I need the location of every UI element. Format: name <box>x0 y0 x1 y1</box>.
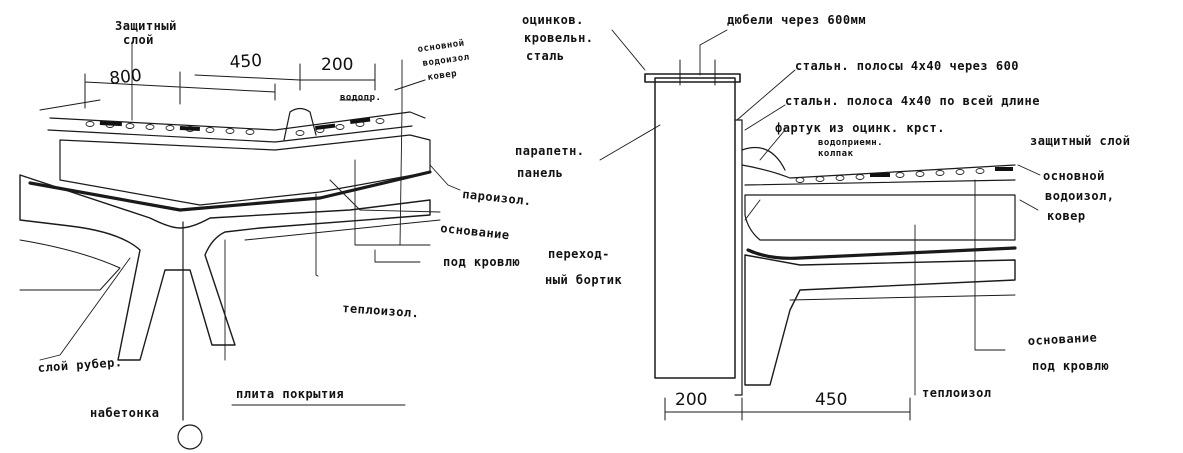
svg-text:водоприемн.: водоприемн. <box>818 138 883 148</box>
svg-text:теплоизол: теплоизол <box>922 386 992 400</box>
slab-section <box>19 174 431 361</box>
label-base-1: основание <box>440 221 511 242</box>
svg-text:сталь: сталь <box>526 49 565 63</box>
label-main-waterproof-right-2: водоизол, <box>1045 189 1115 203</box>
protective-layer <box>47 111 426 143</box>
svg-text:ковер: ковер <box>427 69 458 83</box>
svg-text:Защитный: Защитный <box>115 19 177 33</box>
svg-text:дюбели через 600мм: дюбели через 600мм <box>727 13 866 27</box>
svg-text:основной: основной <box>417 38 465 54</box>
label-base-right-2: под кровлю <box>1032 359 1109 373</box>
dimension-lines-right <box>664 397 911 421</box>
svg-text:переход-: переход- <box>548 247 610 261</box>
label-transition-curb-1: переход- <box>548 247 610 261</box>
drain-bump <box>283 107 317 141</box>
label-transition-curb-2: ный бортик <box>545 273 623 287</box>
label-main-waterproof-1: основной <box>417 38 465 54</box>
label-parapet-panel-1: парапетн. <box>515 144 585 158</box>
svg-text:панель: панель <box>517 166 563 180</box>
svg-text:оцинков.: оцинков. <box>522 13 584 27</box>
label-apron: фартук из оцинк. крст. <box>775 121 945 135</box>
label-parapet-panel-2: панель <box>517 166 563 180</box>
label-galvanized-1: оцинков. <box>522 13 584 27</box>
svg-text:200: 200 <box>321 55 353 75</box>
svg-text:стальн. полосы 4х40 через 600: стальн. полосы 4х40 через 600 <box>795 59 1019 73</box>
svg-text:под кровлю: под кровлю <box>443 255 520 269</box>
label-base-right-1: основание <box>1027 330 1097 348</box>
dim-200-right: 200 <box>675 390 707 410</box>
label-insulation-right: теплоизол <box>922 386 992 400</box>
label-vapor-barrier: пароизол. <box>462 187 533 208</box>
label-main-waterproof-right-1: основной <box>1043 169 1105 183</box>
svg-text:колпак: колпак <box>818 149 854 159</box>
svg-text:450: 450 <box>229 51 263 73</box>
label-steel-strip-full: стальн. полоса 4х40 по всей длине <box>785 94 1040 108</box>
insulation-layer-right <box>744 194 1016 241</box>
label-protective-layer-right: защитный слой <box>1030 134 1130 148</box>
svg-text:200: 200 <box>675 390 707 410</box>
svg-text:800: 800 <box>108 66 142 89</box>
label-galvanized-2: кровельн. <box>524 31 594 45</box>
label-protective-layer-2: слой <box>123 33 154 47</box>
label-insulation: теплоизол. <box>342 301 420 320</box>
label-drain-cap-2: колпак <box>818 149 854 159</box>
parapet-panel <box>654 77 736 379</box>
label-main-waterproof-3: ковер <box>427 69 458 83</box>
svg-text:теплоизол.: теплоизол. <box>342 301 420 320</box>
label-concrete: набетонка <box>90 406 160 420</box>
svg-text:ный бортик: ный бортик <box>545 273 623 287</box>
dim-450: 450 <box>229 51 263 73</box>
label-drain-cap-1: водоприемн. <box>818 138 883 148</box>
label-base-2: под кровлю <box>443 255 520 269</box>
label-roofing-layer: слой рубер. <box>37 355 123 375</box>
vapor-barrier-line <box>28 170 432 212</box>
insulation-layer <box>59 134 431 206</box>
svg-text:основание: основание <box>440 221 511 242</box>
gravel-pebbles <box>85 118 385 136</box>
svg-text:фартук из оцинк. крст.: фартук из оцинк. крст. <box>775 121 945 135</box>
drain-pipe-end <box>177 424 203 450</box>
svg-text:слой рубер.: слой рубер. <box>37 355 123 375</box>
gravel-pebbles-right <box>795 168 985 183</box>
svg-text:набетонка: набетонка <box>90 406 160 420</box>
dim-450-right: 450 <box>815 390 847 410</box>
svg-text:плита покрытия: плита покрытия <box>236 387 344 401</box>
label-main-waterproof-right-3: ковер <box>1047 209 1086 223</box>
right-detail-drawing: оцинков. кровельн. сталь дюбели через 60… <box>515 13 1130 421</box>
svg-text:слой: слой <box>123 33 154 47</box>
dim-800: 800 <box>108 66 142 89</box>
svg-text:под кровлю: под кровлю <box>1032 359 1109 373</box>
dimension-lines <box>84 63 376 109</box>
svg-text:основной: основной <box>1043 169 1105 183</box>
svg-text:пароизол.: пароизол. <box>462 187 533 208</box>
svg-text:450: 450 <box>815 390 847 410</box>
label-dowels: дюбели через 600мм <box>727 13 866 27</box>
svg-text:водопр.: водопр. <box>340 93 381 103</box>
label-galvanized-3: сталь <box>526 49 565 63</box>
svg-text:парапетн.: парапетн. <box>515 144 585 158</box>
dim-200: 200 <box>321 55 353 75</box>
label-protective-layer-1: Защитный <box>115 19 177 33</box>
label-main-waterproof-2: водоизол <box>422 52 470 68</box>
galvanized-cap <box>644 73 741 83</box>
membrane-strips <box>99 117 371 132</box>
left-detail-drawing: Защитный слой 800 450 200 основной водои… <box>19 19 623 450</box>
svg-text:водоизол,: водоизол, <box>1045 189 1115 203</box>
label-drain: водопр. <box>340 93 381 103</box>
apron <box>741 146 786 171</box>
svg-text:кровельн.: кровельн. <box>524 31 594 45</box>
svg-text:основание: основание <box>1027 330 1097 348</box>
label-steel-strips: стальн. полосы 4х40 через 600 <box>795 59 1019 73</box>
svg-text:водоизол: водоизол <box>422 52 470 68</box>
svg-text:ковер: ковер <box>1047 209 1086 223</box>
svg-text:защитный слой: защитный слой <box>1030 134 1130 148</box>
slab-section-right <box>744 254 1016 386</box>
label-slab: плита покрытия <box>236 387 344 401</box>
svg-text:стальн. полоса 4х40 по всей дл: стальн. полоса 4х40 по всей длине <box>785 94 1040 108</box>
